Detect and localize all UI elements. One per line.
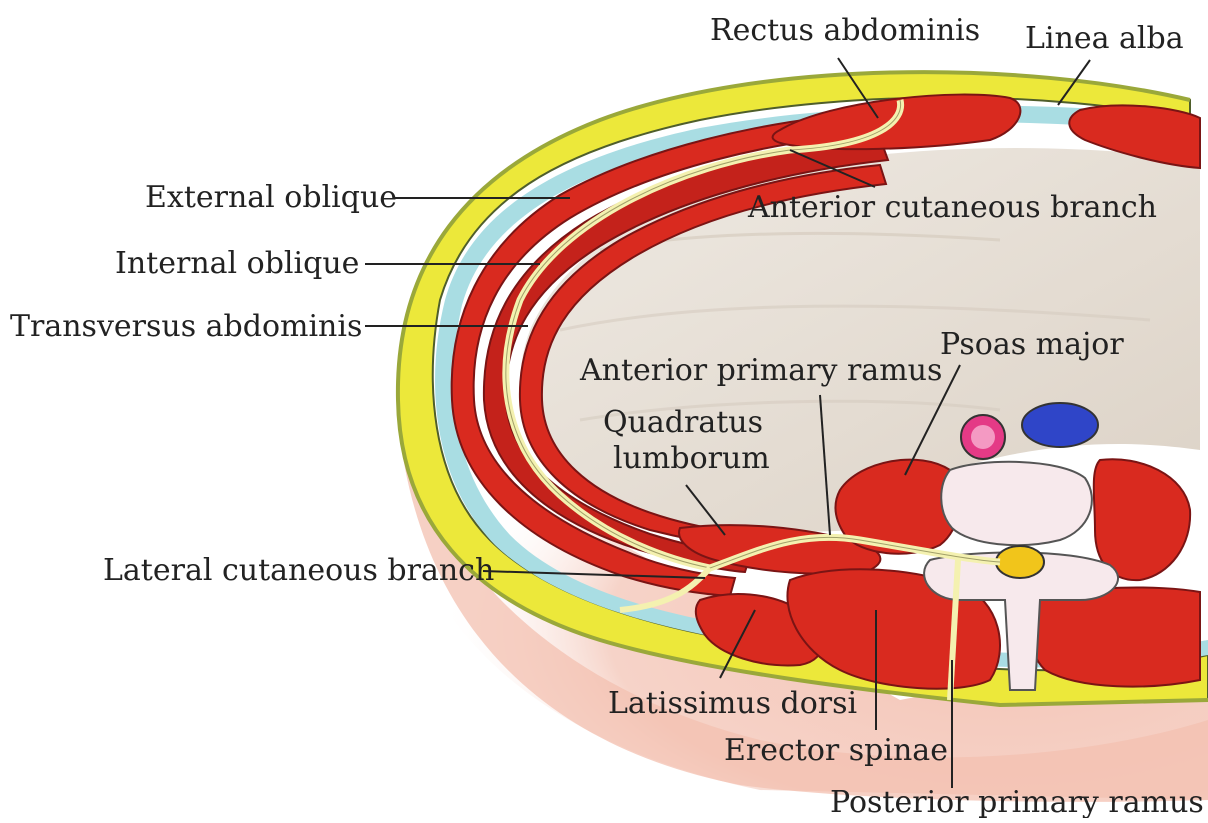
label-posterior-primary-ramus: Posterior primary ramus bbox=[830, 785, 1204, 818]
label-latissimus-dorsi: Latissimus dorsi bbox=[608, 686, 857, 721]
label-quadratus-lumborum-line2: lumborum bbox=[613, 441, 770, 476]
label-lateral-cutaneous-branch: Lateral cutaneous branch bbox=[103, 553, 494, 588]
inferior-vena-cava bbox=[1022, 403, 1098, 447]
psoas-major-right-muscle bbox=[1094, 459, 1190, 580]
label-psoas-major: Psoas major bbox=[940, 327, 1124, 362]
label-anterior-primary-ramus: Anterior primary ramus bbox=[579, 353, 942, 388]
label-anterior-cutaneous-branch: Anterior cutaneous branch bbox=[747, 190, 1157, 225]
label-internal-oblique: Internal oblique bbox=[115, 246, 359, 281]
label-erector-spinae: Erector spinae bbox=[724, 733, 948, 768]
label-external-oblique: External oblique bbox=[145, 180, 397, 215]
label-rectus-abdominis: Rectus abdominis bbox=[710, 13, 980, 48]
label-linea-alba: Linea alba bbox=[1025, 21, 1184, 56]
vertebral-body bbox=[941, 462, 1092, 545]
aorta-lumen bbox=[971, 425, 995, 449]
spinal-cord bbox=[996, 546, 1044, 578]
label-quadratus-lumborum-line1: Quadratus bbox=[603, 405, 763, 440]
erector-spinae-right-muscle bbox=[1029, 587, 1200, 686]
label-transversus-abdominis: Transversus abdominis bbox=[10, 309, 362, 344]
